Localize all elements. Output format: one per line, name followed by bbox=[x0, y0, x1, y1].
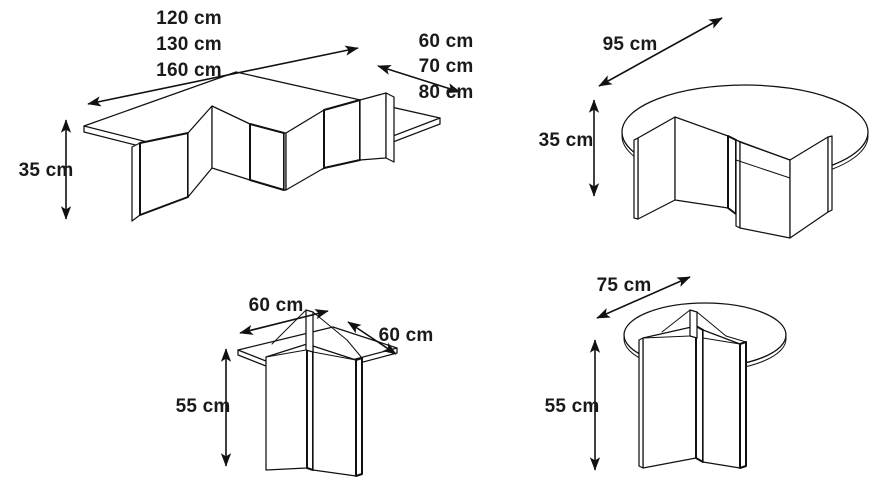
fig2-diameter-label-95: 95 cm bbox=[603, 34, 658, 55]
figure-round-side-table: 75 cm 55 cm bbox=[545, 275, 787, 471]
fig1-width-label-120: 120 cm bbox=[156, 8, 222, 29]
fig2-height-label-35: 35 cm bbox=[539, 130, 594, 151]
figure-square-side-table: 60 cm 60 cm 55 cm bbox=[176, 295, 434, 477]
rect-width-dimension bbox=[87, 45, 359, 107]
fig1-depth-label-60: 60 cm bbox=[419, 31, 474, 52]
round-side-diameter-dimension bbox=[596, 276, 691, 319]
fig3-width-label-60: 60 cm bbox=[249, 295, 304, 316]
fig1-width-label-160: 160 cm bbox=[156, 60, 222, 81]
rect-base-panels bbox=[131, 92, 395, 222]
round-diameter-dimension bbox=[598, 17, 723, 87]
figure-rectangular-coffee-table: 120 cm 130 cm 160 cm 60 cm 70 cm 80 cm 3… bbox=[19, 8, 474, 222]
fig1-height-label-35: 35 cm bbox=[19, 160, 74, 181]
fig1-width-label-130: 130 cm bbox=[156, 34, 222, 55]
square-depth-dimension bbox=[347, 321, 397, 355]
fig1-depth-label-80: 80 cm bbox=[419, 82, 474, 103]
round-base-panels bbox=[633, 116, 833, 239]
fig3-height-label-55: 55 cm bbox=[176, 396, 231, 417]
fig3-depth-label-60: 60 cm bbox=[379, 325, 434, 346]
round-side-base-panels bbox=[638, 309, 747, 469]
rect-depth-dimension bbox=[377, 64, 461, 94]
fig4-height-label-55: 55 cm bbox=[545, 396, 600, 417]
fig4-diameter-label-75: 75 cm bbox=[597, 275, 652, 296]
figure-round-coffee-table: 95 cm 35 cm bbox=[539, 17, 869, 239]
square-base-panels bbox=[265, 309, 363, 477]
fig1-depth-label-70: 70 cm bbox=[419, 56, 474, 77]
square-width-dimension bbox=[239, 309, 329, 335]
